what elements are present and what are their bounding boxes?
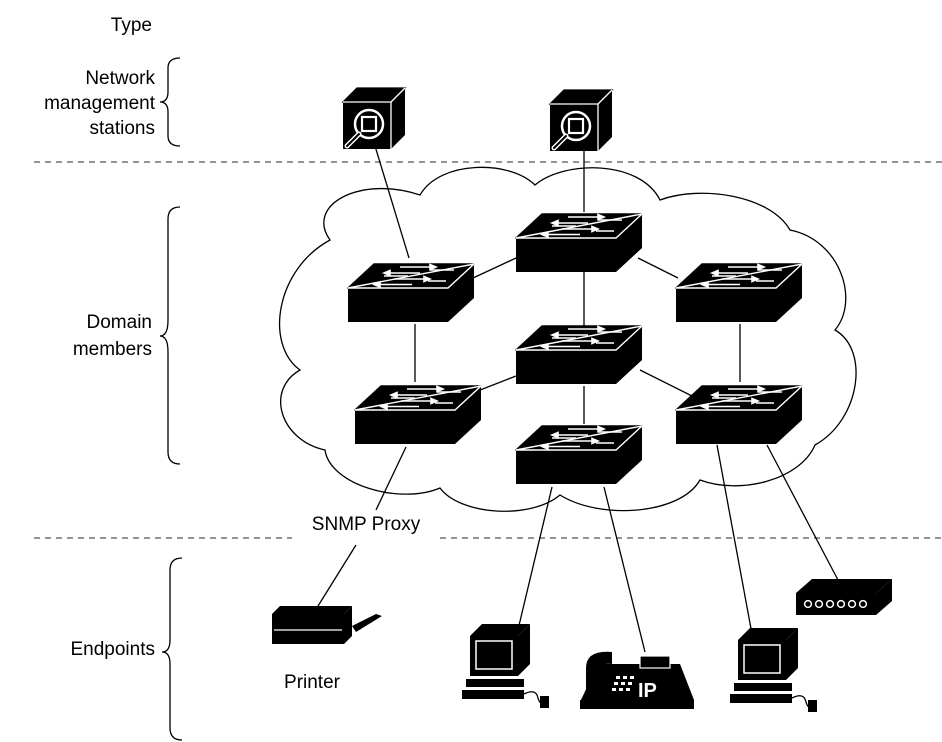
switch-icon[interactable]	[515, 425, 643, 485]
printer-label: Printer	[284, 672, 341, 693]
domain-brace	[159, 206, 181, 465]
switch-icon[interactable]	[675, 263, 803, 323]
nms-label-line-2: management	[44, 93, 156, 114]
switch-icon[interactable]	[515, 325, 643, 385]
snmp-proxy-label: SNMP Proxy	[312, 514, 421, 535]
switch-icon[interactable]	[354, 385, 482, 445]
nms-label-line-1: Network	[85, 68, 155, 89]
switch-icon[interactable]	[675, 385, 803, 445]
nms-brace	[159, 57, 181, 147]
nms-station-icon[interactable]	[343, 88, 405, 149]
workstation-icon[interactable]	[461, 623, 550, 709]
endpoints-brace	[161, 557, 183, 741]
nms-station-icon[interactable]	[550, 90, 612, 151]
hub-icon[interactable]	[796, 579, 892, 615]
switch-icon[interactable]	[515, 213, 643, 273]
endpoints-label: Endpoints	[70, 639, 155, 660]
ip-phone-text: IP	[638, 680, 657, 702]
type-label: Type	[111, 15, 152, 36]
domain-label-line-1: Domain	[87, 312, 152, 333]
domain-label-line-2: members	[73, 339, 152, 360]
switch-icon[interactable]	[347, 263, 475, 323]
workstation-icon[interactable]	[729, 627, 818, 713]
printer-icon[interactable]	[272, 606, 382, 644]
nms-label-line-3: stations	[90, 118, 155, 139]
links	[317, 145, 839, 653]
ip-phone-icon[interactable]: IP	[580, 651, 694, 709]
